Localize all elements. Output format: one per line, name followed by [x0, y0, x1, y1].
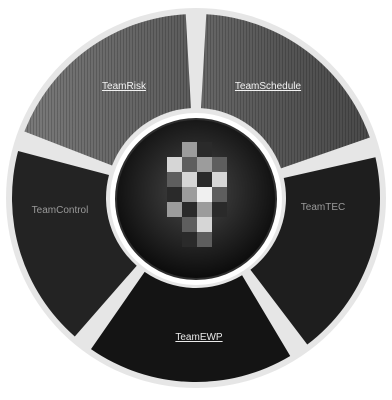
label-team-tec[interactable]: TeamTEC [301, 202, 345, 213]
label-team-ewp[interactable]: TeamEWP [175, 332, 223, 343]
label-team-control[interactable]: TeamControl [32, 205, 89, 216]
label-team-schedule[interactable]: TeamSchedule [235, 81, 302, 92]
label-team-risk[interactable]: TeamRisk [102, 81, 147, 92]
